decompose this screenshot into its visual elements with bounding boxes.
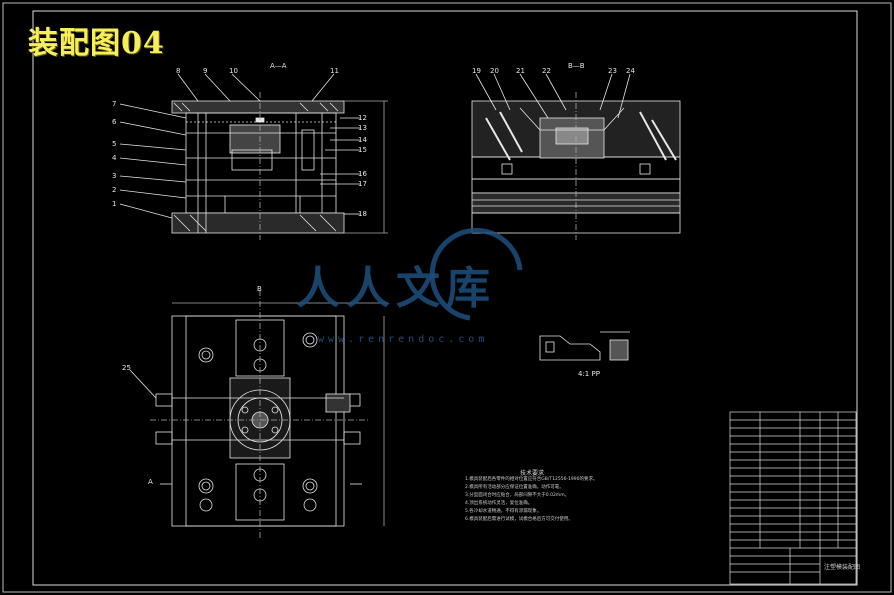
part-label: 12	[358, 114, 367, 122]
part-label-plan: 25	[122, 364, 131, 372]
view-b-arrow-label: B	[257, 285, 262, 293]
tech-requirement-line: 2.模具所有活动部分应保证位置准确，动作可靠。	[465, 485, 564, 490]
part-label: 5	[112, 140, 117, 148]
part-label: 15	[358, 146, 367, 154]
part-label: 14	[358, 136, 367, 144]
part-label: 4	[112, 154, 117, 162]
part-label: 9	[203, 67, 208, 75]
detail-view	[539, 331, 630, 361]
part-label: 24	[626, 67, 635, 75]
tech-requirement-line: 5.各冷却水道畅通，不得有渗漏现象。	[465, 509, 542, 514]
tech-requirement-line: 1.模具装配后各零件的相对位置应符合GB/T12556-1990的要求。	[465, 477, 598, 482]
part-label: 16	[358, 170, 367, 178]
section-b-label: B—B	[568, 62, 585, 70]
title-block	[729, 411, 857, 585]
part-label: 23	[608, 67, 617, 75]
inner-border	[32, 10, 858, 586]
title-block-name: 注塑模装配图	[824, 564, 861, 571]
part-label: 13	[358, 124, 367, 132]
part-label: 3	[112, 172, 117, 180]
part-label: 1	[112, 200, 117, 208]
tech-requirements-title: 技术要求	[520, 470, 545, 477]
plan-view	[129, 290, 388, 540]
section-b-view	[471, 73, 681, 240]
tech-requirement-line: 4.顶出系统动作灵活，复位准确。	[465, 501, 533, 506]
view-a-arrow-label: A	[148, 478, 153, 486]
watermark-logo	[429, 227, 523, 321]
part-label: 17	[358, 180, 367, 188]
part-label: 18	[358, 210, 367, 218]
section-a-view	[119, 73, 388, 240]
part-label: 21	[516, 67, 525, 75]
part-label: 10	[229, 67, 238, 75]
part-label: 19	[472, 67, 481, 75]
tech-requirement-line: 6.模具装配后需进行试模，试模合格后方可交付使用。	[465, 517, 573, 522]
tech-requirements-list: 1.模具装配后各零件的相对位置应符合GB/T12556-1990的要求。 2.模…	[465, 476, 705, 524]
part-label: 8	[176, 67, 181, 75]
section-a-label: A—A	[270, 62, 287, 70]
drawing-title: 装配图04	[28, 26, 165, 61]
part-label: 2	[112, 186, 117, 194]
part-label: 6	[112, 118, 117, 126]
tech-requirement-line: 3.分型面闭合时应贴合，局部间隙不大于0.02mm。	[465, 493, 570, 498]
part-label: 11	[330, 67, 339, 75]
detail-scale-label: 4:1 PP	[578, 370, 600, 378]
part-label: 22	[542, 67, 551, 75]
part-label: 20	[490, 67, 499, 75]
watermark-url: www.renrendoc.com	[318, 334, 489, 345]
watermark-text: 人人文库	[296, 263, 496, 314]
part-label: 7	[112, 100, 117, 108]
